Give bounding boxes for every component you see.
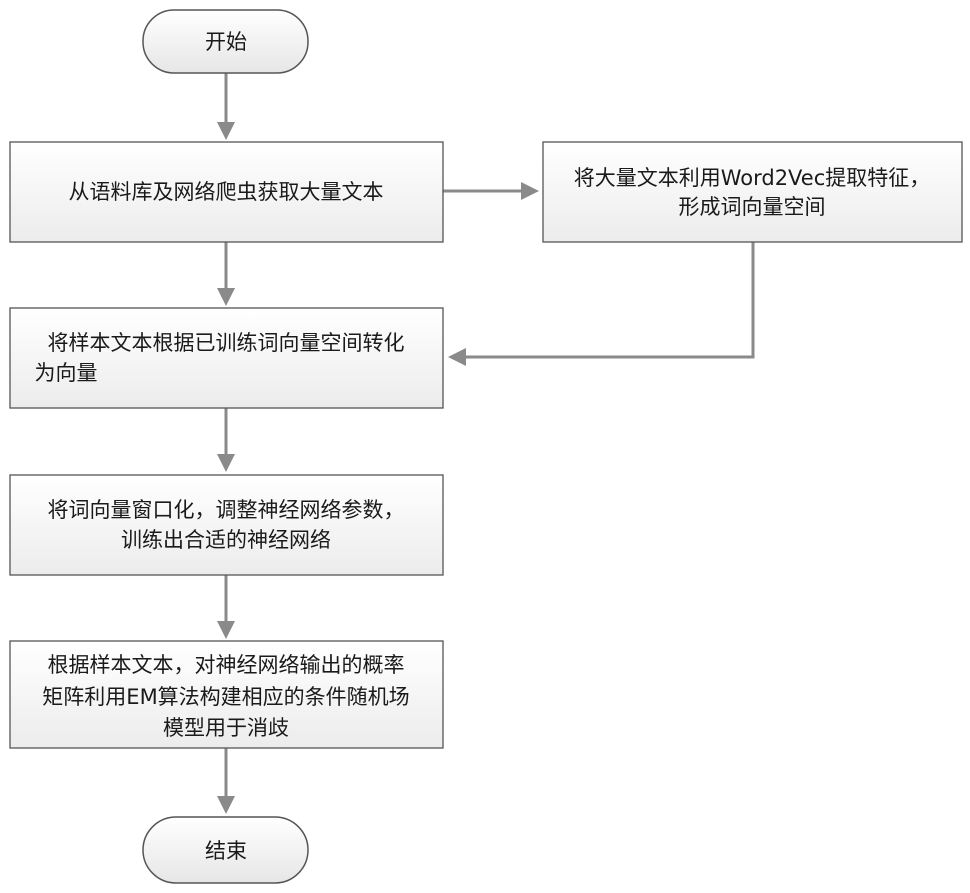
step2-node: 将样本文本根据已训练词向量空间转化 为向量: [10, 308, 443, 408]
step2-label-line1: 将样本文本根据已训练词向量空间转化: [48, 331, 405, 355]
step3-label-line1: 将词向量窗口化，调整神经网络参数，: [48, 498, 405, 522]
step1-node: 从语料库及网络爬虫获取大量文本: [10, 142, 443, 242]
arrow-side-to-step2: [451, 242, 753, 357]
step4-label-line1: 根据样本文本，对神经网络输出的概率: [48, 653, 405, 677]
side-step-node: 将大量文本利用Word2Vec提取特征， 形成词向量空间: [543, 142, 962, 242]
step4-node: 根据样本文本，对神经网络输出的概率 矩阵利用EM算法构建相应的条件随机场 模型用…: [10, 641, 443, 748]
end-label: 结束: [205, 839, 247, 863]
start-node: 开始: [143, 10, 308, 73]
start-label: 开始: [205, 30, 247, 54]
step1-label: 从语料库及网络爬虫获取大量文本: [69, 180, 384, 204]
step2-label-line2: 为向量: [35, 361, 98, 385]
side-step-label-line1: 将大量文本利用Word2Vec提取特征，: [574, 166, 931, 190]
step3-label-line2: 训练出合适的神经网络: [121, 528, 331, 552]
end-node: 结束: [143, 817, 308, 883]
side-step-label-line2: 形成词向量空间: [679, 195, 826, 219]
step4-label-line3: 模型用于消歧: [163, 716, 289, 740]
step3-node: 将词向量窗口化，调整神经网络参数， 训练出合适的神经网络: [10, 475, 443, 575]
step4-label-line2: 矩阵利用EM算法构建相应的条件随机场: [42, 685, 409, 709]
